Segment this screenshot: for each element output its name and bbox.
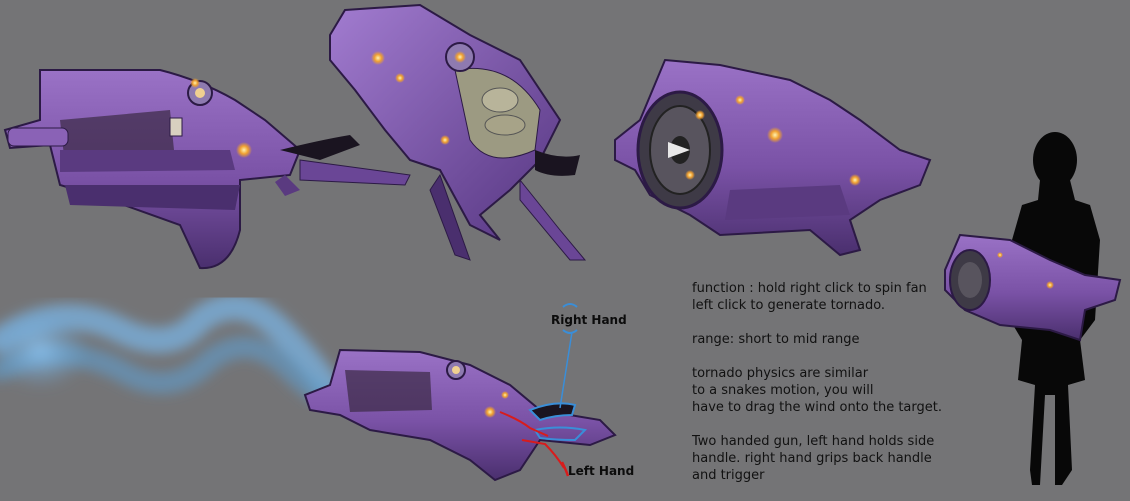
gun-side-view: [3, 69, 411, 270]
right-hand-indicator: [559, 303, 578, 409]
handling-note: Two handed gun, left hand holds side han…: [692, 434, 935, 483]
physics-note: tornado physics are similar to a snakes …: [692, 366, 942, 415]
design-notes: function : hold right click to spin fan …: [692, 280, 952, 501]
gun-hand-diagram: [303, 348, 617, 482]
gun-front-view: [614, 58, 932, 257]
gun-scale-reference: [944, 233, 1122, 342]
left-hand-label: Left Hand: [568, 464, 635, 478]
right-hand-label: Right Hand: [551, 313, 627, 327]
function-note: function : hold right click to spin fan …: [692, 281, 927, 313]
gun-angled-view: [329, 3, 587, 261]
left-hand-indicator: [499, 411, 570, 477]
tornado-wind-effect: [0, 294, 343, 411]
range-note: range: short to mid range: [692, 332, 860, 347]
